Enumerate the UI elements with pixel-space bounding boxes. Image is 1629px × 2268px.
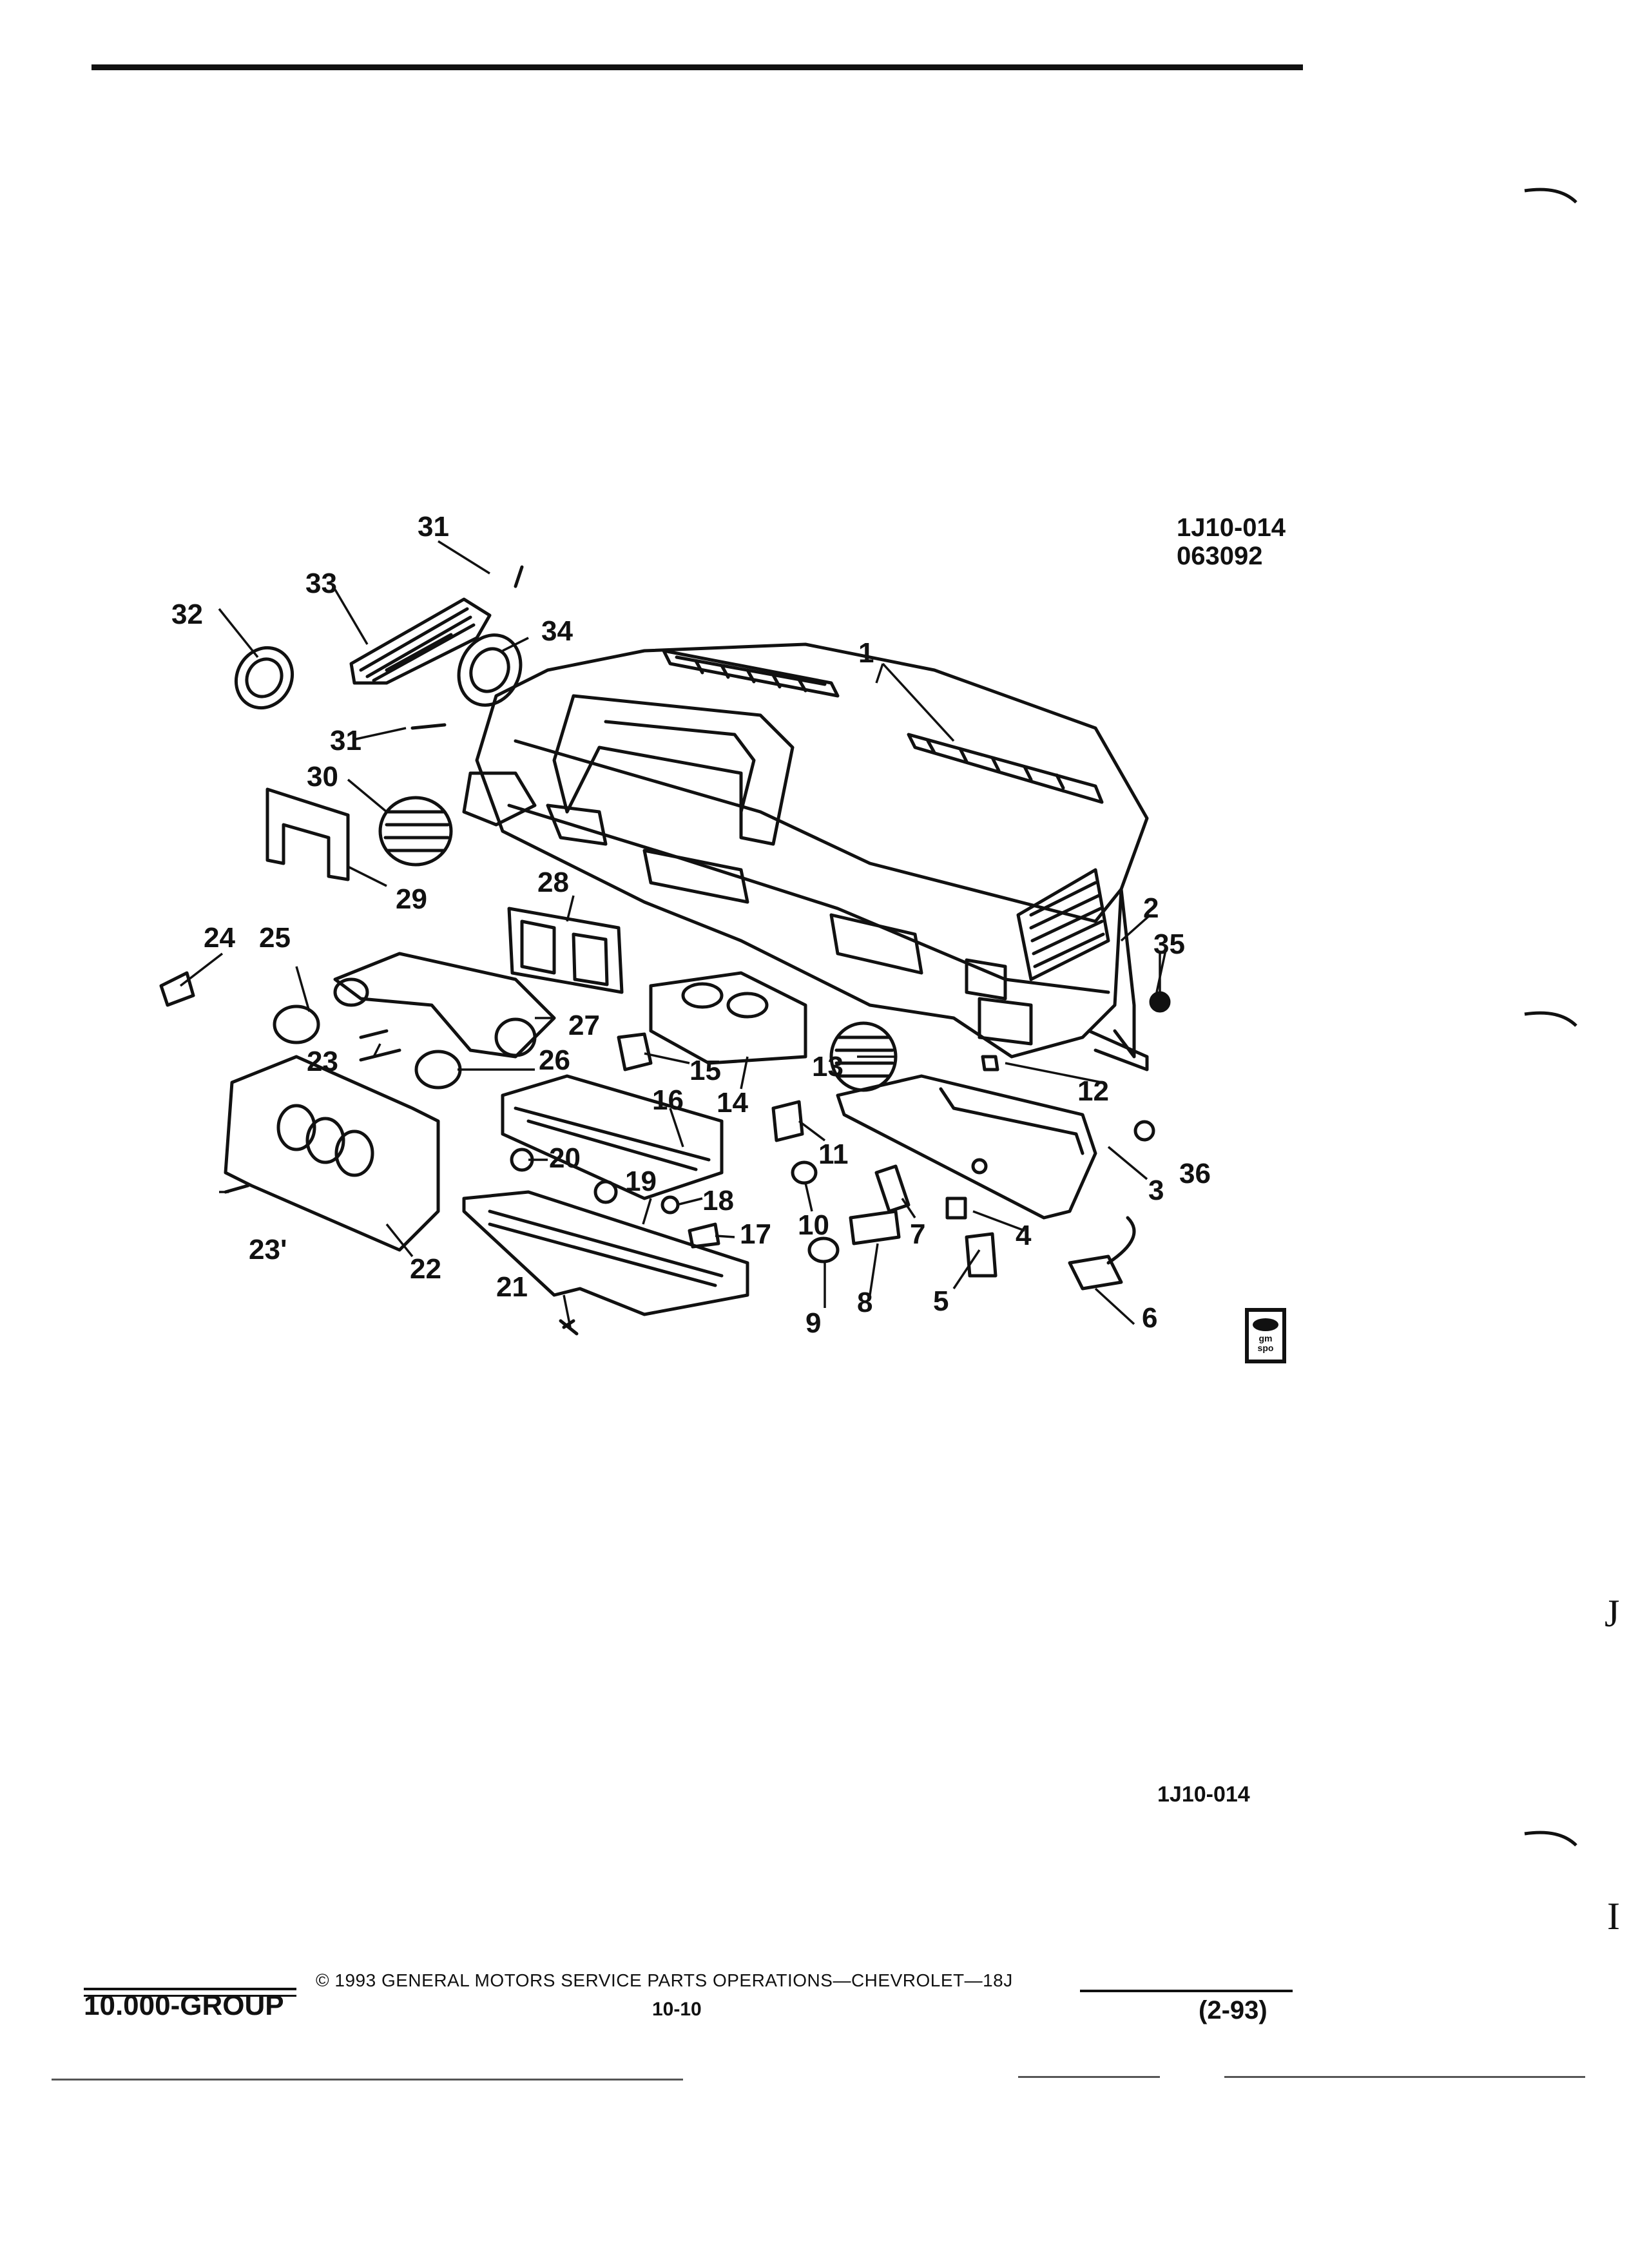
callout-29: 29 <box>396 883 427 915</box>
callout-16: 16 <box>652 1084 684 1116</box>
gmspo-logo: gm spo <box>1245 1308 1286 1363</box>
knob-25 <box>273 1004 320 1044</box>
part-18 <box>660 1195 680 1215</box>
part-9 <box>807 1236 840 1264</box>
scan-rule-bottom-left <box>52 2079 683 2081</box>
left-vent-grille-33 <box>349 597 492 685</box>
footer-revision-date: (2-93) <box>1199 1996 1268 2024</box>
callout-2: 2 <box>1143 892 1159 924</box>
cluster-opening <box>552 694 795 846</box>
scan-rule-bottom-mid <box>1018 2076 1160 2078</box>
callout-9: 9 <box>805 1307 821 1339</box>
part-8 <box>849 1209 901 1245</box>
center-vents-28 <box>507 907 624 994</box>
callout-12: 12 <box>1077 1075 1109 1107</box>
callout-31b: 31 <box>330 725 361 756</box>
callout-11: 11 <box>818 1139 849 1170</box>
defroster-grille-left <box>662 649 840 698</box>
footer-rule-under <box>84 1995 296 1997</box>
callout-3: 3 <box>1148 1175 1164 1206</box>
callout-19: 19 <box>625 1166 657 1197</box>
callout-20: 20 <box>549 1142 581 1174</box>
callout-27: 27 <box>568 1010 600 1041</box>
callout-23a: 23 <box>307 1046 338 1077</box>
part-15 <box>617 1032 653 1072</box>
edge-mark-i: I <box>1607 1895 1620 1937</box>
callout-18: 18 <box>702 1185 734 1216</box>
footer-page-number: 10-10 <box>652 1999 702 2020</box>
callout-23b: 23' <box>249 1234 287 1265</box>
diagram-code-bottom: 1J10-014 <box>1157 1782 1250 1807</box>
top-rule <box>92 64 1303 70</box>
callout-25: 25 <box>259 922 291 954</box>
ashtray-14 <box>649 971 807 1065</box>
callout-6: 6 <box>1142 1302 1157 1334</box>
part-5 <box>965 1232 998 1278</box>
part-20b <box>593 1180 618 1204</box>
gmspo-logo-text: gm spo <box>1257 1333 1274 1353</box>
callout-1: 1 <box>858 637 874 669</box>
part-36 <box>1133 1120 1155 1142</box>
callout-5: 5 <box>933 1285 949 1317</box>
callout-10: 10 <box>798 1209 829 1241</box>
callout-32: 32 <box>171 599 203 630</box>
part-35 <box>1149 991 1171 1013</box>
callout-8: 8 <box>857 1287 872 1318</box>
part-10 <box>791 1160 818 1185</box>
defroster-grille-right <box>907 733 1104 804</box>
edge-mark-j: J <box>1605 1592 1620 1635</box>
lower-panel-19 <box>462 1190 749 1316</box>
knob-26 <box>414 1050 462 1090</box>
footer-rule-right <box>1080 1990 1293 1992</box>
cluster-22 <box>224 1055 440 1252</box>
part-12 <box>981 1055 999 1072</box>
callout-30: 30 <box>307 761 338 793</box>
part-7 <box>874 1164 911 1213</box>
gmspo-logo-oval <box>1253 1318 1278 1331</box>
callout-34: 34 <box>541 615 573 647</box>
speaker-34 <box>457 633 523 707</box>
callout-13: 13 <box>812 1051 843 1082</box>
speaker-32 <box>234 646 294 710</box>
footer-rule-left <box>84 1988 296 1990</box>
gmspo-logo-inner: gm spo <box>1249 1312 1282 1360</box>
callout-4: 4 <box>1016 1220 1032 1251</box>
callout-22: 22 <box>410 1253 441 1285</box>
clip-24 <box>159 971 195 1007</box>
footer-copyright: © 1993 GENERAL MOTORS SERVICE PARTS OPER… <box>316 1970 1013 1990</box>
callout-31a: 31 <box>418 511 449 543</box>
glovebox-3 <box>836 1074 1097 1220</box>
callout-33: 33 <box>305 568 337 599</box>
part-6 <box>1068 1254 1123 1291</box>
bracket-29 <box>265 787 350 881</box>
dash-pad-outline <box>475 642 1149 1059</box>
diagram-code: 1J10-014 <box>1177 514 1286 542</box>
part-11 <box>771 1100 804 1142</box>
callout-7: 7 <box>910 1218 925 1250</box>
callout-15: 15 <box>689 1055 721 1086</box>
scan-rule-bottom-right <box>1224 2076 1585 2078</box>
callout-21: 21 <box>496 1271 528 1303</box>
bezel-16 <box>501 1074 724 1200</box>
part-17 <box>688 1222 720 1249</box>
footer-group: 10.000-GROUP <box>84 1990 284 2021</box>
callout-35: 35 <box>1153 928 1185 960</box>
vent-30 <box>378 796 453 867</box>
callout-36: 36 <box>1179 1158 1211 1189</box>
callout-24: 24 <box>204 922 235 954</box>
duct-27 <box>333 952 556 1059</box>
callout-14: 14 <box>717 1087 748 1119</box>
callout-17: 17 <box>740 1218 771 1250</box>
callout-28: 28 <box>537 867 569 898</box>
callout-26: 26 <box>539 1044 570 1076</box>
diagram-date: 063092 <box>1177 542 1263 570</box>
part-4 <box>945 1196 967 1220</box>
